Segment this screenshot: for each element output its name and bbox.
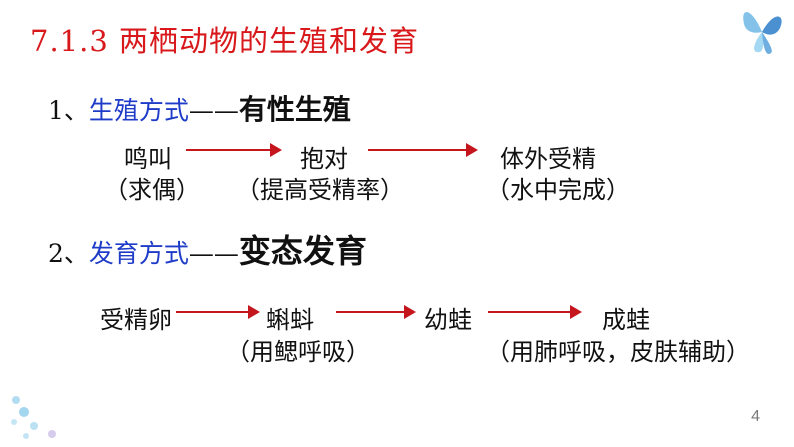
section1-label: 生殖方式 <box>88 96 189 125</box>
s2-step2-sub: （用鳃呼吸） <box>226 338 370 366</box>
s1-step1-sub: （求偶） <box>104 176 200 204</box>
arrow-icon <box>176 305 260 319</box>
s2-step3-main: 幼蛙 <box>424 306 472 334</box>
arrow-icon <box>368 143 478 157</box>
arrow-icon <box>488 305 582 319</box>
s2-step4-main: 成蛙 <box>602 306 650 334</box>
section2-dash: —— <box>188 239 239 268</box>
s1-step3-main: 体外受精 <box>500 145 596 173</box>
s1-step2-sub: （提高受精率） <box>236 176 404 204</box>
section2-emphasis: 变态发育 <box>238 232 367 270</box>
s2-step1-main: 受精卵 <box>100 306 172 334</box>
section2-number: 2、 <box>48 239 89 268</box>
section2-label: 发育方式 <box>88 239 189 268</box>
s2-step2-main: 蝌蚪 <box>266 306 314 334</box>
decorative-dots-icon <box>11 396 56 439</box>
section1-dash: —— <box>188 96 239 125</box>
s2-step4-sub: （用肺呼吸，皮肤辅助） <box>486 338 750 366</box>
section1-number: 1、 <box>48 96 89 125</box>
s1-step1-main: 鸣叫 <box>124 145 172 173</box>
section1-heading: 1、生殖方式——有性生殖 <box>48 88 351 128</box>
section2-heading: 2、发育方式——变态发育 <box>48 226 367 272</box>
s1-step3-sub: （水中完成） <box>486 176 630 204</box>
s1-step2-main: 抱对 <box>300 145 348 173</box>
page-number: 4 <box>751 408 760 425</box>
arrow-icon <box>186 143 282 157</box>
page-title: 7.1.3 两栖动物的生殖和发育 <box>30 24 420 58</box>
section1-emphasis: 有性生殖 <box>238 93 351 126</box>
butterfly-icon <box>743 12 782 54</box>
arrow-icon <box>336 305 416 319</box>
